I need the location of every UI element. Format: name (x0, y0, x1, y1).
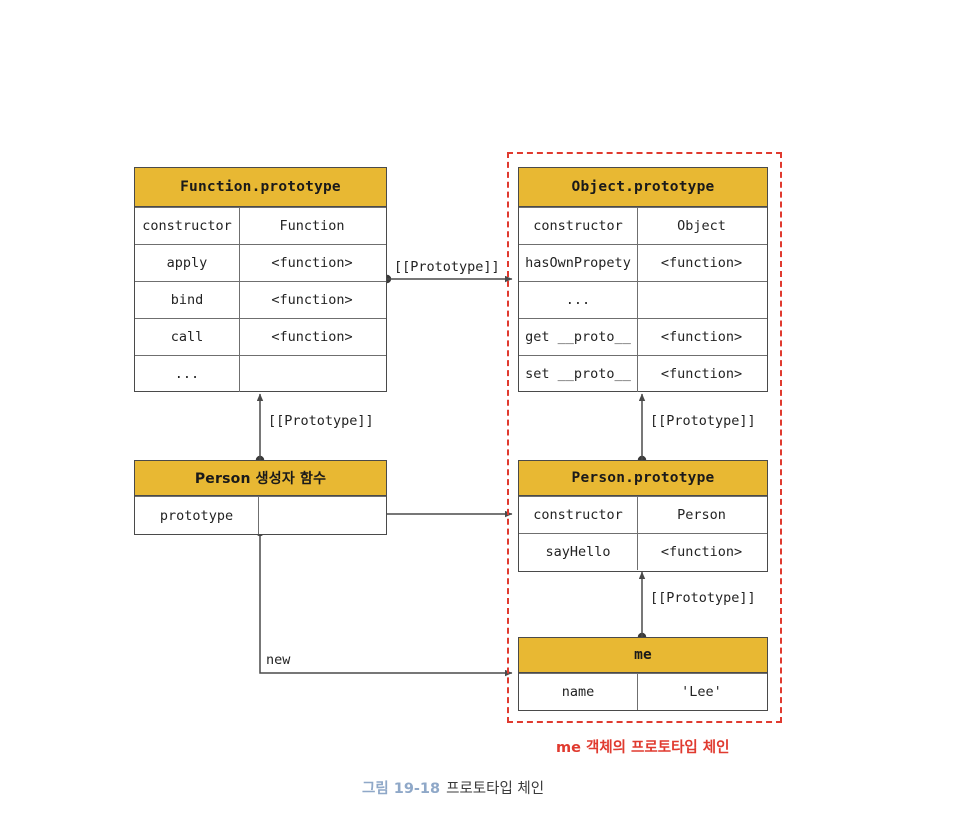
property-key: constructor (519, 497, 638, 533)
property-key: hasOwnPropety (519, 245, 638, 281)
table-row: constructor Person (519, 496, 767, 533)
property-value: Person (677, 507, 726, 523)
property-value: Function (279, 218, 345, 234)
table-row: ... (519, 281, 767, 318)
table-row: hasOwnPropety <function> (519, 244, 767, 281)
table-row: prototype (135, 496, 386, 534)
property-key: name (519, 674, 638, 710)
table-row: sayHello <function> (519, 533, 767, 570)
property-key: ... (519, 282, 638, 318)
property-value: <function> (660, 544, 743, 560)
table-person-constructor: Person 생성자 함수 prototype (134, 460, 387, 535)
property-value: <function> (660, 366, 743, 382)
property-key: get __proto__ (519, 319, 638, 355)
table-row: name 'Lee' (519, 673, 767, 710)
property-value (638, 282, 765, 318)
property-value: <function> (271, 329, 353, 345)
figure-caption: 그림 19-18 프로토타입 체인 (362, 777, 544, 798)
property-value: <function> (660, 255, 743, 271)
property-key: prototype (135, 497, 259, 534)
prototype-chain-caption: me 객체의 프로토타입 체인 (556, 740, 730, 756)
table-title-person-prototype: Person.prototype (519, 461, 767, 496)
table-title-object-prototype: Object.prototype (519, 168, 767, 207)
table-row: constructor Function (135, 207, 386, 244)
property-value: <function> (271, 255, 353, 271)
property-value: 'Lee' (681, 684, 722, 700)
table-row: constructor Object (519, 207, 767, 244)
table-row: set __proto__ <function> (519, 355, 767, 392)
connector-new-to-me (255, 527, 513, 677)
connector-label-object-proto-to-person-proto: [[Prototype]] (650, 413, 756, 429)
property-value: <function> (271, 292, 353, 308)
property-key: constructor (135, 208, 240, 244)
property-value: <function> (660, 329, 743, 345)
table-row: apply <function> (135, 244, 386, 281)
figure-caption-number: 그림 19-18 (362, 781, 441, 797)
table-object-prototype: Object.prototype constructor Object hasO… (518, 167, 768, 392)
property-key: constructor (519, 208, 638, 244)
connector-function-proto-to-object-proto (382, 274, 513, 284)
table-row: get __proto__ <function> (519, 318, 767, 355)
prototype-chain-highlight-box (507, 152, 782, 723)
table-row: bind <function> (135, 281, 386, 318)
property-key: apply (135, 245, 240, 281)
property-key: bind (135, 282, 240, 318)
table-row: call <function> (135, 318, 386, 355)
property-value: Object (677, 218, 726, 234)
connector-label-person-fn-to-function-proto: [[Prototype]] (268, 413, 374, 429)
property-key: ... (135, 356, 240, 392)
table-row: ... (135, 355, 386, 392)
connector-label-function-to-object: [[Prototype]] (394, 259, 500, 275)
property-key: set __proto__ (519, 356, 638, 392)
connector-label-new: new (266, 652, 291, 668)
table-title-me-object: me (519, 638, 767, 673)
connector-label-person-proto-to-me: [[Prototype]] (650, 590, 756, 606)
table-person-prototype: Person.prototype constructor Person sayH… (518, 460, 768, 572)
table-title-function-prototype: Function.prototype (135, 168, 386, 207)
connector-person-fn-to-function-proto (255, 393, 265, 465)
table-me-object: me name 'Lee' (518, 637, 768, 711)
property-key: call (135, 319, 240, 355)
property-value (259, 497, 384, 534)
figure-caption-text: 프로토타입 체인 (446, 781, 545, 797)
table-function-prototype: Function.prototype constructor Function … (134, 167, 387, 392)
property-key: sayHello (519, 534, 638, 570)
property-value (240, 356, 384, 392)
table-title-person-constructor: Person 생성자 함수 (135, 461, 386, 496)
